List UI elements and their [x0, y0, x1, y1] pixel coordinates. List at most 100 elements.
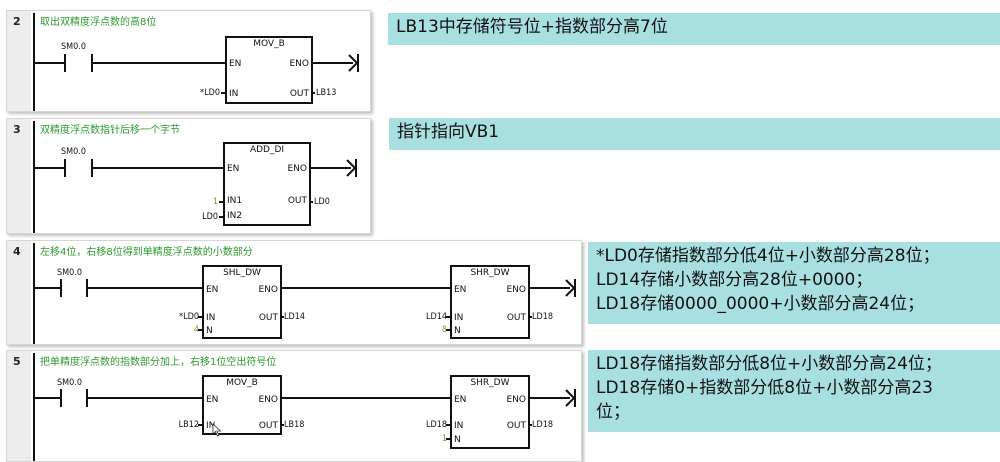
- note-line: LD14存储小数部分高28位+0000；: [596, 270, 873, 290]
- input-operand[interactable]: *LD0: [179, 312, 199, 322]
- function-block-mov-b[interactable]: MOV_B EN ENO IN OUT: [202, 375, 282, 435]
- input-operand[interactable]: LB12: [178, 420, 199, 430]
- network-3[interactable]: 3 双精度浮点数指针后移一个字节 SM0.0 ADD_DI EN ENO IN1…: [6, 118, 371, 234]
- wire: [280, 287, 452, 289]
- pin-tick: [219, 216, 223, 218]
- pin-in1: IN1: [227, 196, 243, 206]
- note-line: LD18存储0+指数部分低8位+小数部分高23: [596, 378, 933, 398]
- wire: [92, 62, 227, 64]
- pin-in2: IN2: [227, 211, 243, 221]
- pin-tick: [446, 424, 450, 426]
- output-operand[interactable]: LD18: [532, 420, 554, 430]
- note-line: *LD0存储指数部分低4位+小数部分高28位；: [596, 246, 940, 266]
- pin-out: OUT: [506, 421, 526, 431]
- annotation-note-network-4: *LD0存储指数部分低4位+小数部分高28位； LD14存储小数部分高28位+0…: [588, 242, 1000, 324]
- pin-in: IN: [454, 421, 464, 431]
- pin-tick: [528, 316, 532, 318]
- network-number: 3: [13, 123, 21, 136]
- network-comment[interactable]: 取出双精度浮点数的高8位: [40, 17, 157, 28]
- block-title: MOV_B: [253, 39, 285, 49]
- input-operand[interactable]: LD14: [425, 312, 447, 322]
- pin-out: OUT: [287, 196, 307, 206]
- pin-en: EN: [206, 285, 219, 295]
- pin-en: EN: [454, 285, 467, 295]
- pin-eno: ENO: [506, 395, 526, 405]
- input-operand-constant[interactable]: 8: [441, 325, 447, 335]
- pin-tick: [446, 438, 450, 440]
- network-comment[interactable]: 把单精度浮点数的指数部分加上，右移1位空出符号位: [40, 357, 277, 368]
- pin-tick: [198, 424, 202, 426]
- pin-tick: [198, 316, 202, 318]
- pin-eno: ENO: [289, 59, 309, 69]
- function-block-mov-b[interactable]: MOV_B EN ENO IN OUT: [225, 36, 313, 104]
- output-arrow-icon: [348, 54, 359, 72]
- network-comment[interactable]: 左移4位，右移8位得到单精度浮点数的小数部分: [40, 247, 253, 258]
- pin-in: IN: [229, 89, 239, 99]
- input-operand-constant[interactable]: 1: [212, 197, 218, 207]
- wire: [280, 397, 452, 399]
- pin-tick: [446, 329, 450, 331]
- wire: [311, 62, 353, 64]
- annotation-note-network-5: LD18存储指数部分低8位+小数部分高24位； LD18存储0+指数部分低8位+…: [588, 350, 1000, 432]
- function-block-shr-dw[interactable]: SHR_DW EN ENO IN N OUT: [450, 265, 530, 339]
- output-operand[interactable]: LB13: [316, 88, 337, 98]
- block-title: MOV_B: [226, 378, 258, 388]
- pin-tick: [280, 424, 284, 426]
- power-rail: [33, 243, 35, 344]
- pin-in: IN: [454, 313, 464, 323]
- pin-in: IN: [206, 313, 216, 323]
- input-operand-constant[interactable]: 4: [193, 325, 199, 335]
- output-operand[interactable]: LB18: [284, 420, 305, 430]
- note-line: 位；: [596, 402, 630, 422]
- pin-n: N: [454, 326, 461, 336]
- pin-out: OUT: [258, 313, 278, 323]
- pin-en: EN: [206, 395, 219, 405]
- pin-tick: [311, 92, 315, 94]
- pin-out: OUT: [289, 89, 309, 99]
- pin-tick: [446, 316, 450, 318]
- output-operand[interactable]: LD18: [532, 312, 554, 322]
- network-gutter: [7, 119, 31, 233]
- wire: [528, 287, 570, 289]
- wire: [309, 167, 351, 169]
- function-block-shl-dw[interactable]: SHL_DW EN ENO IN N OUT: [202, 265, 282, 339]
- output-operand[interactable]: LD14: [284, 312, 306, 322]
- pin-tick: [528, 424, 532, 426]
- pin-eno: ENO: [258, 395, 278, 405]
- note-line: LD18存储0000_0000+小数部分高24位；: [596, 294, 925, 314]
- note-line: LB13中存储符号位+指数部分高7位: [396, 17, 668, 37]
- pin-tick: [221, 92, 225, 94]
- output-arrow-icon: [565, 279, 576, 297]
- network-5[interactable]: 5 把单精度浮点数的指数部分加上，右移1位空出符号位 SM0.0 MOV_B E…: [6, 350, 582, 462]
- network-number: 5: [13, 355, 21, 368]
- note-line: 指针指向VB1: [397, 122, 500, 142]
- pin-n: N: [206, 326, 213, 336]
- wire: [87, 397, 204, 399]
- output-arrow-icon: [565, 389, 576, 407]
- network-comment[interactable]: 双精度浮点数指针后移一个字节: [40, 125, 180, 136]
- pin-tick: [309, 201, 313, 203]
- contact-address: SM0.0: [57, 268, 83, 278]
- input-operand[interactable]: LD18: [425, 420, 447, 430]
- network-gutter: [7, 351, 31, 461]
- pin-tick: [198, 329, 202, 331]
- network-4[interactable]: 4 左移4位，右移8位得到单精度浮点数的小数部分 SM0.0 SHL_DW EN…: [6, 240, 582, 345]
- pin-in: IN: [206, 421, 216, 431]
- function-block-shr-dw[interactable]: SHR_DW EN ENO IN N OUT: [450, 375, 530, 449]
- contact-address: SM0.0: [61, 42, 87, 52]
- wire: [528, 397, 570, 399]
- pin-tick: [280, 316, 284, 318]
- block-title: SHR_DW: [470, 268, 510, 278]
- block-title: SHL_DW: [223, 268, 261, 278]
- block-title: SHR_DW: [470, 378, 510, 388]
- input-operand[interactable]: LD0: [202, 212, 218, 222]
- mouse-cursor-icon: [212, 423, 222, 437]
- pin-out: OUT: [258, 421, 278, 431]
- function-block-add-di[interactable]: ADD_DI EN ENO IN1 IN2 OUT: [223, 142, 311, 226]
- input-operand[interactable]: *LD0: [200, 88, 220, 98]
- pin-eno: ENO: [258, 285, 278, 295]
- output-operand[interactable]: LD0: [314, 197, 330, 207]
- note-line: LD18存储指数部分低8位+小数部分高24位；: [596, 354, 942, 374]
- network-2[interactable]: 2 取出双精度浮点数的高8位 SM0.0 MOV_B EN ENO IN OUT…: [6, 10, 371, 112]
- input-operand-constant[interactable]: 1: [441, 434, 447, 444]
